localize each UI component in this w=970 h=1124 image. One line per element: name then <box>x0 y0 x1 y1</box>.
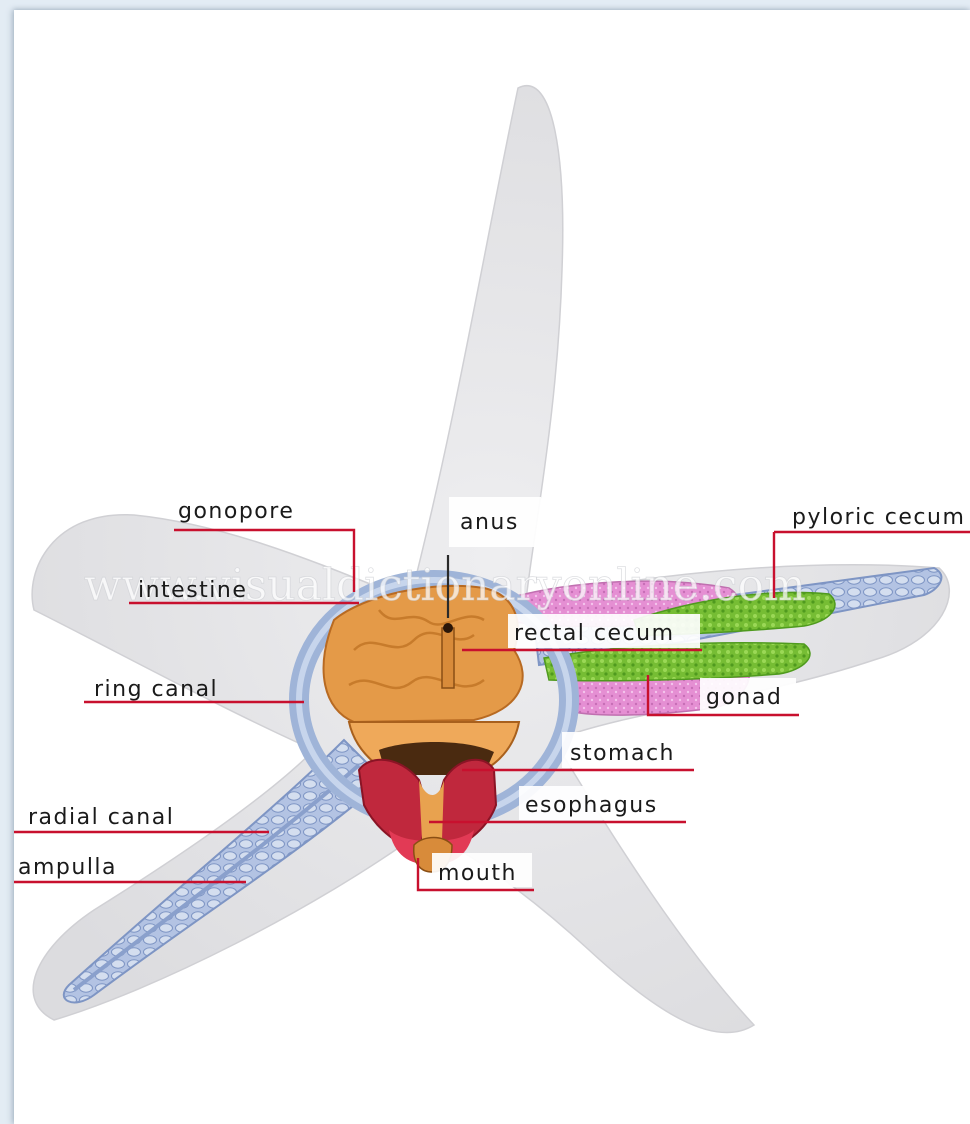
starfish-anatomy-diagram: www.visualdictionaryonline.com gonopore … <box>14 10 970 1124</box>
label-ampulla: ampulla <box>18 855 117 880</box>
label-mouth: mouth <box>438 861 517 886</box>
label-rectal-cecum: rectal cecum <box>514 621 675 646</box>
diagram-frame: www.visualdictionaryonline.com gonopore … <box>14 10 970 1124</box>
label-intestine: intestine <box>138 578 247 603</box>
label-anus: anus <box>460 510 519 535</box>
label-radial-canal: radial canal <box>28 805 174 830</box>
label-pyloric-cecum: pyloric cecum <box>792 505 965 530</box>
label-stomach: stomach <box>570 741 675 766</box>
label-gonad: gonad <box>706 685 782 710</box>
label-esophagus: esophagus <box>525 793 658 818</box>
label-ring-canal: ring canal <box>94 677 218 702</box>
label-gonopore: gonopore <box>178 499 294 524</box>
